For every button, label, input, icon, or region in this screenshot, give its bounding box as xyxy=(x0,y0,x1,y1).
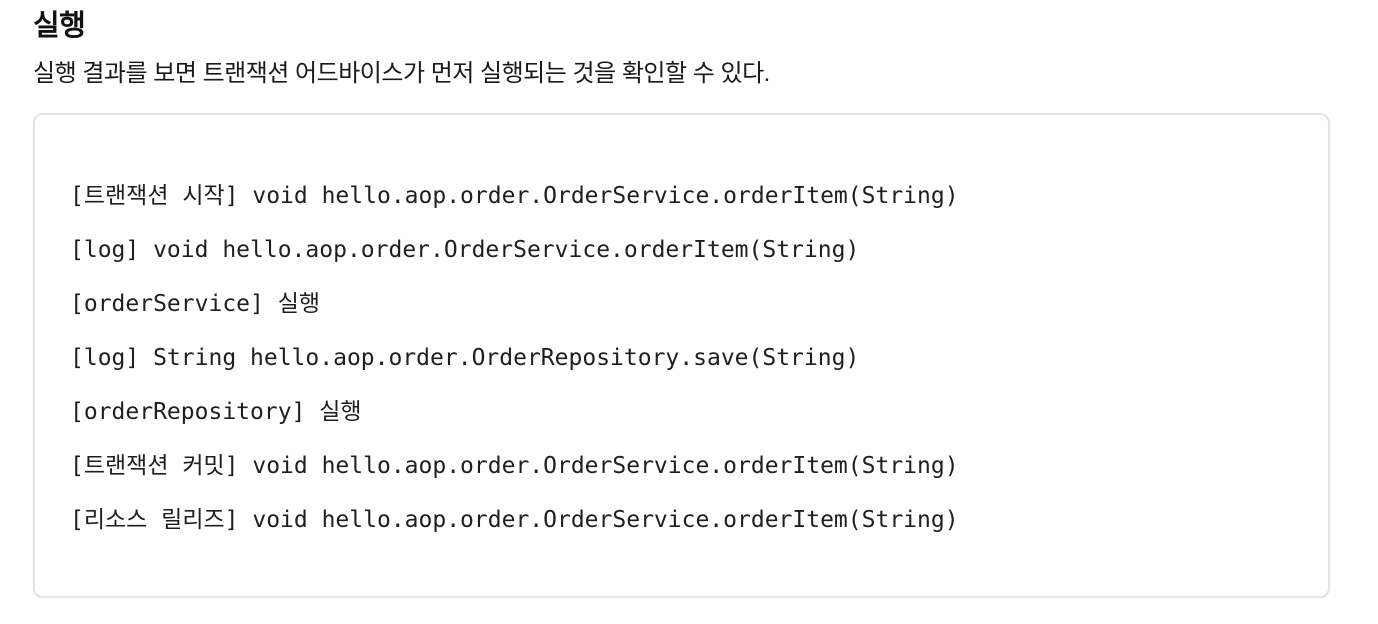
code-line: [orderRepository] 실행 xyxy=(70,399,362,426)
code-line: [log] void hello.aop.order.OrderService.… xyxy=(70,237,860,264)
code-block: [트랜잭션 시작] void hello.aop.order.OrderServ… xyxy=(33,113,1330,599)
body-paragraph: 실행 결과를 보면 트랜잭션 어드바이스가 먼저 실행되는 것을 확인할 수 있… xyxy=(33,60,770,88)
code-line: [리소스 릴리즈] void hello.aop.order.OrderServ… xyxy=(70,507,959,534)
code-line: [트랜잭션 커밋] void hello.aop.order.OrderServ… xyxy=(70,453,959,480)
code-line: [트랜잭션 시작] void hello.aop.order.OrderServ… xyxy=(70,183,959,210)
code-line: [orderService] 실행 xyxy=(70,291,321,318)
document-content: 실행 실행 결과를 보면 트랜잭션 어드바이스가 먼저 실행되는 것을 확인할 … xyxy=(33,10,1330,599)
code-line: [log] String hello.aop.order.OrderReposi… xyxy=(70,345,860,372)
section-heading: 실행 xyxy=(33,10,86,42)
